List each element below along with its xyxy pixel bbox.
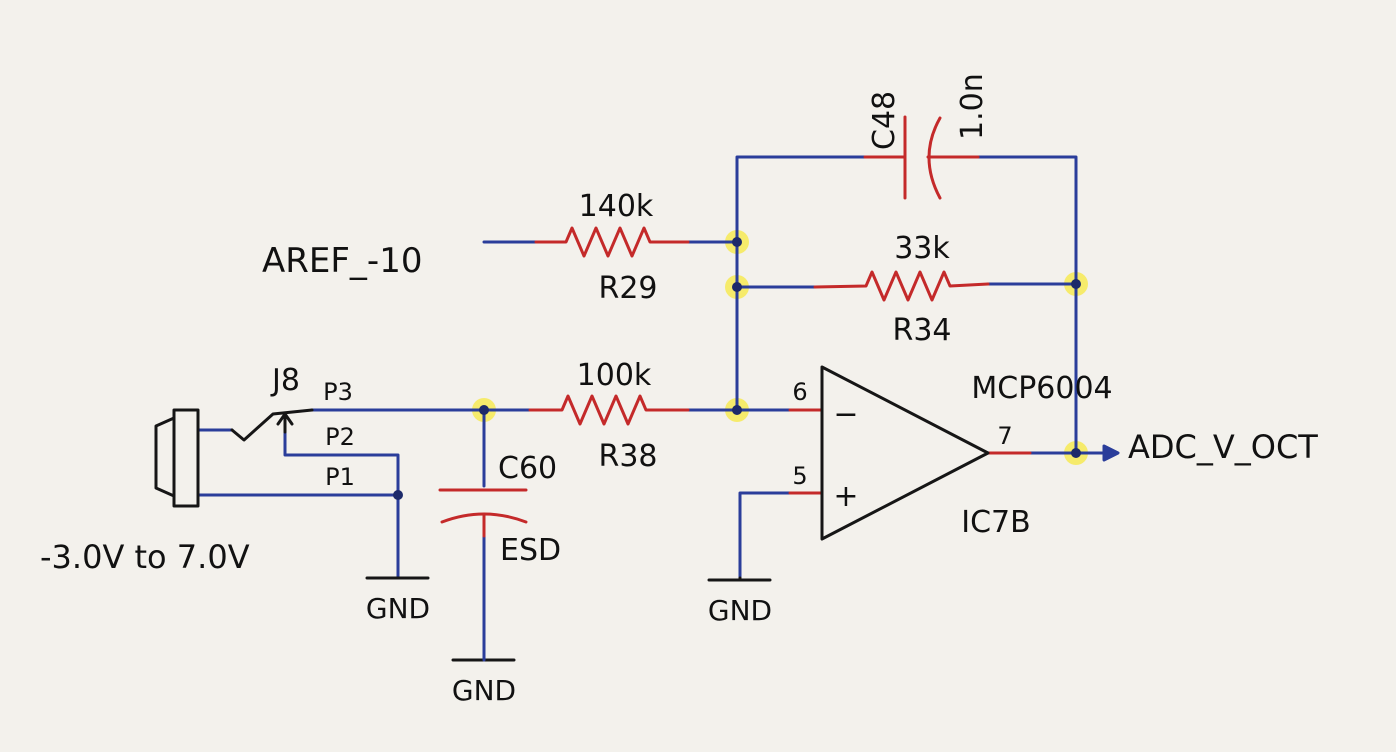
jack-pin-label: P3	[323, 378, 353, 406]
capacitor-value: 1.0n	[955, 73, 990, 140]
input-range-label: -3.0V to 7.0V	[40, 538, 250, 576]
capacitor-ref: C60	[498, 451, 557, 486]
junction-dot	[732, 405, 742, 415]
jack-tip-contact	[230, 408, 314, 442]
jack-body	[172, 408, 200, 508]
resistor-r38: 100k R38	[528, 358, 690, 474]
resistor-zigzag	[528, 394, 690, 426]
opamp-plus-sign: +	[833, 479, 858, 514]
junction-dot	[479, 405, 489, 415]
resistor-value: 100k	[577, 358, 652, 393]
wire-jack-p2	[283, 421, 400, 497]
resistor-r29: 140k R29	[534, 189, 690, 306]
junction-dot	[732, 282, 742, 292]
junction-dot	[1071, 279, 1081, 289]
resistor-value: 140k	[579, 189, 654, 224]
resistor-ref: R34	[892, 313, 951, 348]
capacitor-ref: C48	[867, 91, 902, 150]
junction-dot	[1071, 448, 1081, 458]
opamp-triangle	[820, 365, 990, 541]
pin-number: 5	[792, 462, 807, 490]
resistor-ref: R29	[598, 271, 657, 306]
opamp-ref: IC7B	[961, 505, 1030, 540]
opamp-minus-sign: −	[833, 397, 858, 432]
capacitor-c60: C60 ESD	[438, 451, 561, 568]
ground-symbol: GND	[365, 576, 430, 625]
resistor-value: 33k	[894, 231, 950, 266]
junction-highlights	[472, 230, 1088, 465]
ground-label: GND	[452, 674, 516, 707]
capacitor-c48: C48 1.0n	[863, 73, 990, 200]
jack-switch-arrow	[276, 412, 294, 426]
net-label-output: ADC_V_OCT	[1128, 428, 1318, 466]
ground-symbol: GND	[451, 658, 516, 707]
resistor-zigzag	[534, 226, 690, 258]
jack-pin-label: P1	[325, 463, 355, 491]
jack-pin-label: P2	[325, 423, 355, 451]
jack-sleeve	[154, 416, 176, 498]
jack-ref: J8	[270, 363, 300, 398]
wire-feedback-left	[735, 155, 867, 412]
ground-symbol: GND	[707, 576, 772, 627]
resistor-zigzag	[813, 270, 990, 302]
opamp-ic7b: − + 6 5 7 MCP6004 IC7B	[792, 365, 1113, 541]
junction-dot	[732, 237, 742, 247]
ground-label: GND	[366, 592, 430, 625]
jack-j8: J8 P3 P2 P1	[154, 363, 355, 508]
output-arrow	[1102, 444, 1120, 462]
wire-noninv	[738, 491, 792, 580]
opamp-part: MCP6004	[971, 371, 1112, 406]
pin-number: 7	[997, 422, 1012, 450]
resistor-r34: 33k R34	[813, 231, 990, 348]
opamp-pin-stubs	[788, 408, 1032, 495]
wire-feedback-right	[976, 155, 1078, 455]
junction-dot	[393, 490, 403, 500]
capacitor-value: ESD	[500, 533, 561, 568]
junction-dots	[393, 237, 1081, 500]
net-label-aref: AREF_-10	[262, 241, 422, 281]
resistor-ref: R38	[598, 439, 657, 474]
ground-label: GND	[708, 594, 772, 627]
pin-number: 6	[792, 378, 807, 406]
